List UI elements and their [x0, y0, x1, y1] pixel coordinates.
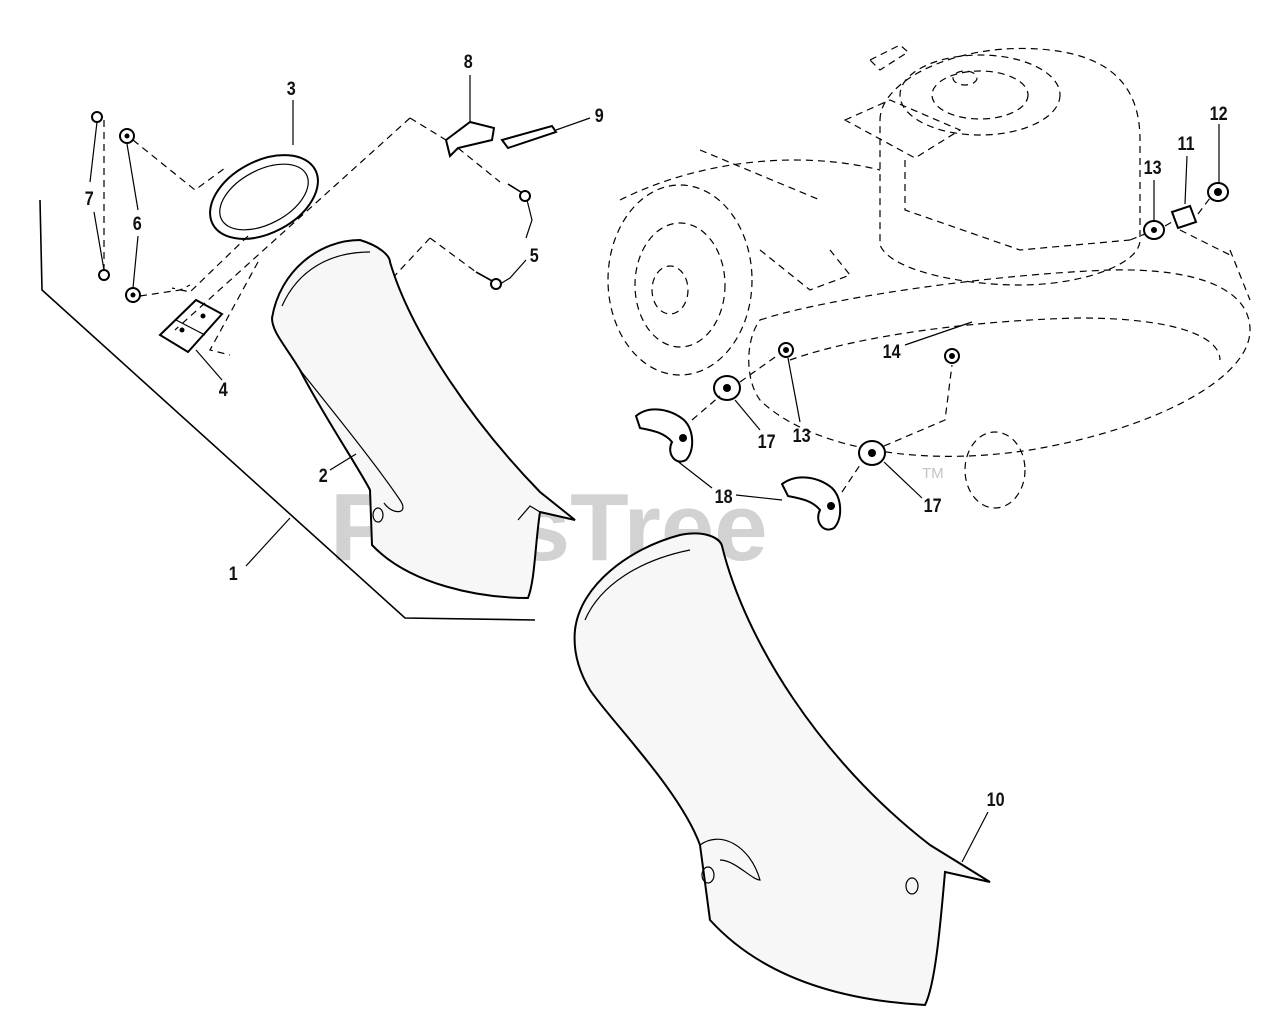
- callout-12: 12: [1210, 103, 1228, 125]
- callout-2: 2: [319, 465, 328, 487]
- callout-4: 4: [219, 379, 228, 401]
- part-mount-hardware: [634, 342, 960, 531]
- callout-8: 8: [464, 51, 473, 73]
- callout-9: 9: [595, 105, 604, 127]
- assembly-bracket: [39, 199, 536, 621]
- part-spacers-nuts-right: [1129, 182, 1229, 241]
- part-chute-2: [270, 238, 576, 600]
- part-gasket-ring: [209, 154, 319, 240]
- part-chute-10: [573, 532, 991, 1007]
- callout-11: 11: [1178, 133, 1195, 155]
- part-bolts: [475, 183, 531, 290]
- trademark-text: TM: [922, 465, 944, 482]
- callout-1: 1: [229, 563, 238, 585]
- callout-10: 10: [987, 789, 1005, 811]
- part-pin: [500, 124, 558, 150]
- leader-lines: [89, 75, 1220, 863]
- mower-outline: [607, 44, 1251, 509]
- callout-13-right: 13: [1144, 157, 1162, 179]
- part-bracket-clip: [444, 112, 496, 158]
- part-hinge: [158, 298, 224, 354]
- callout-5: 5: [530, 245, 539, 267]
- callout-7: 7: [85, 188, 94, 210]
- callout-3: 3: [287, 78, 296, 100]
- callout-6: 6: [133, 213, 142, 235]
- callout-17-right: 17: [924, 495, 942, 517]
- callout-18: 18: [715, 486, 733, 508]
- callout-17-left: 17: [758, 431, 776, 453]
- callout-14: 14: [883, 341, 901, 363]
- callout-13-center: 13: [793, 425, 811, 447]
- callout-labels: 1 2 3 4 5 6 7 8 9 10 11 12 13 13 14 17 1…: [85, 51, 1228, 811]
